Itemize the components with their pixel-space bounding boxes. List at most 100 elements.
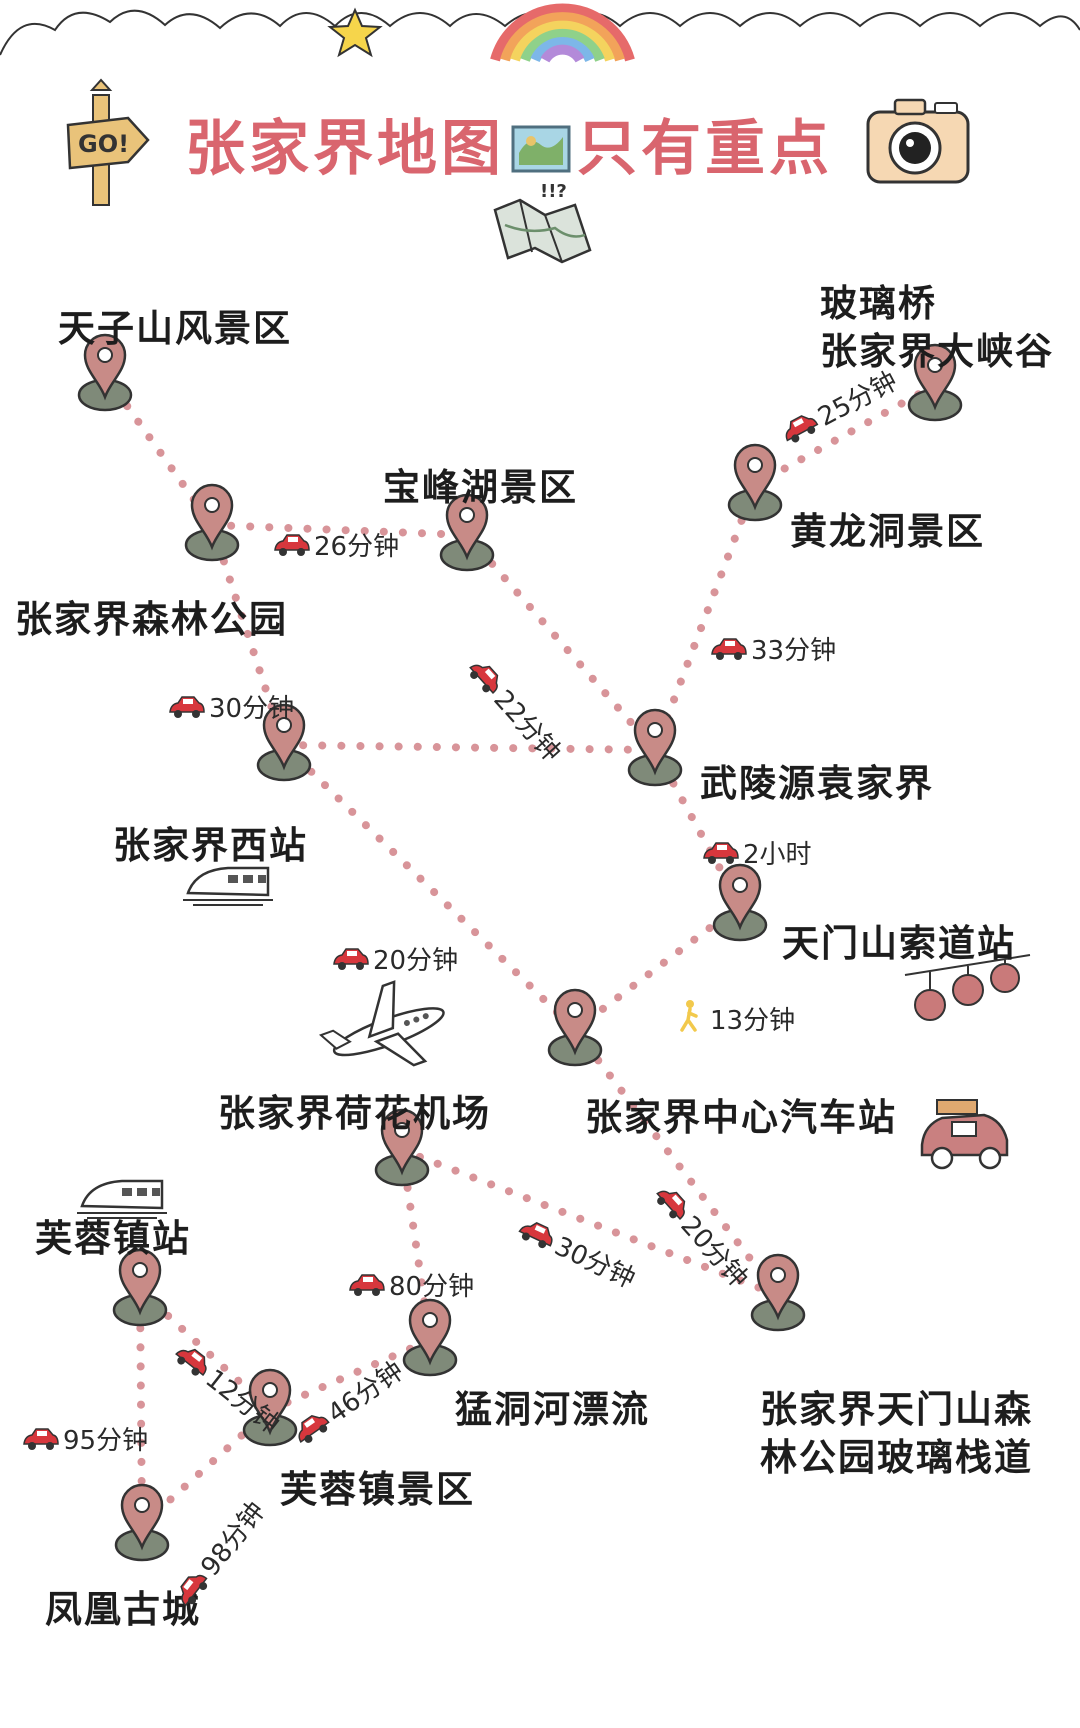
title-part1: 张家界地图: [185, 114, 505, 184]
map-pin-icon: [256, 703, 312, 782]
route-dots: [463, 531, 659, 754]
label-glass-bridge-line1: 玻璃桥: [820, 282, 937, 325]
duration-forest-baofeng: 26分钟: [273, 526, 399, 563]
car-icon: [170, 1566, 214, 1612]
title-part2: 只有重点: [577, 114, 833, 184]
car-icon: [22, 1426, 60, 1452]
map-pin-icon: [712, 863, 768, 942]
cable-car-icon: [904, 954, 1031, 1021]
go-sign-text: GO!: [78, 130, 129, 158]
car-icon: [650, 1180, 695, 1226]
map-pin-icon: [402, 1298, 458, 1377]
car-icon-svg: [274, 533, 310, 556]
map-pin-icon: [114, 1483, 170, 1562]
duration-airport-plankway: 30分钟: [512, 1209, 642, 1296]
label-furong-station: 芙蓉镇站: [35, 1217, 191, 1260]
duration-scenic-menghe: 46分钟: [285, 1351, 410, 1454]
car-icon-svg: [469, 664, 499, 694]
label-tianmen-cableway: 天门山索道站: [782, 922, 1016, 965]
car-icon: [515, 1214, 560, 1254]
map-pin-icon: [907, 343, 963, 422]
car-icon-svg: [298, 1414, 330, 1443]
car-icon-svg: [179, 1574, 208, 1607]
rainbow-icon: [490, 3, 635, 63]
car-icon-svg: [785, 414, 819, 442]
map-pin-icon: [439, 493, 495, 572]
duration-forest-west: 30分钟: [168, 688, 294, 725]
car-icon: [710, 636, 748, 662]
exclaim-mark: !!?: [540, 181, 567, 202]
route-dots: [751, 381, 939, 489]
label-plankway-line2: 林公园玻璃栈道: [760, 1436, 1033, 1479]
label-glass-bridge-line2: 张家界大峡谷: [820, 330, 1054, 373]
car-icon-svg: [175, 1348, 207, 1376]
car-icon-svg: [349, 1273, 385, 1296]
duration-tianmen-bus-walk: 13分钟: [710, 1006, 796, 1036]
duration-west-bus: 20分钟: [332, 940, 458, 977]
duration-baofeng-wuling: 22分钟: [459, 650, 571, 768]
duration-station-scenic: 12分钟: [167, 1334, 289, 1441]
car-icon: [332, 946, 370, 972]
label-forest-park: 张家界森林公园: [15, 598, 288, 641]
map-pin-icon: [374, 1108, 430, 1187]
car-icon: [168, 694, 206, 720]
duration-huanglong-wuling: 33分钟: [710, 630, 836, 667]
train-icon: [77, 1179, 167, 1219]
route-dots: [571, 1026, 782, 1299]
duration-airport-menghe: 80分钟: [348, 1266, 474, 1303]
car-icon-svg: [656, 1190, 686, 1220]
map-pin-icon: [112, 1248, 168, 1327]
car-icon-svg: [169, 695, 205, 718]
map-pin-icon: [727, 443, 783, 522]
map-emoji-icon: [511, 125, 571, 173]
duration-station-fenghuang: 95分钟: [22, 1420, 148, 1457]
route-dots: [398, 1146, 434, 1344]
car-icon-svg: [23, 1427, 59, 1450]
label-bus-station: 张家界中心汽车站: [585, 1096, 897, 1139]
folded-map-icon: !!?: [493, 181, 592, 264]
label-plankway-line1: 张家界天门山森: [760, 1388, 1033, 1431]
map-pin-icon: [184, 483, 240, 562]
car-icon: [920, 1099, 1009, 1170]
car-icon-svg: [711, 637, 747, 660]
train-icon: [183, 866, 273, 906]
pins: [77, 333, 963, 1562]
car-icon: [702, 840, 740, 866]
label-wulingyuan: 武陵源袁家界: [700, 762, 934, 805]
page-title: 张家界地图 只有重点: [185, 100, 833, 187]
label-furong-scenic: 芙蓉镇景区: [280, 1468, 475, 1511]
label-glass-bridge: 玻璃桥 张家界大峡谷: [820, 280, 1054, 376]
map-pin-icon: [77, 333, 133, 412]
car-icon: [463, 654, 508, 700]
map-pin-icon: [242, 1368, 298, 1447]
car-icon: [289, 1406, 335, 1449]
route-dots: [651, 481, 759, 754]
map-pin-icon: [750, 1253, 806, 1332]
map-pin-icon: [627, 708, 683, 787]
label-west-station: 张家界西站: [113, 824, 308, 867]
camera-icon: [866, 98, 970, 184]
car-icon: [273, 532, 311, 558]
label-fenghuang: 凤凰古城: [45, 1588, 201, 1631]
route-dots: [571, 901, 744, 1034]
label-baofenghu: 宝峰湖景区: [383, 466, 578, 509]
car-icon-svg: [703, 841, 739, 864]
route-dots: [280, 741, 659, 754]
duration-scenic-fenghuang: 98分钟: [165, 1493, 272, 1615]
car-icon: [348, 1272, 386, 1298]
car-icon: [170, 1338, 216, 1382]
route-dots: [280, 741, 579, 1034]
duration-wuling-tianmen: 2小时: [702, 834, 812, 871]
star-icon: [327, 7, 383, 58]
label-airport: 张家界荷花机场: [218, 1092, 491, 1135]
label-tianmen-glass-plankway: 张家界天门山森 林公园玻璃栈道: [760, 1386, 1033, 1482]
go-signpost-icon: GO!: [66, 78, 150, 206]
car-icon-svg: [333, 947, 369, 970]
map-pin-icon: [547, 988, 603, 1067]
label-huanglongdong: 黄龙洞景区: [790, 510, 985, 553]
route-dots: [136, 1286, 146, 1529]
car-icon: [777, 407, 823, 448]
airplane-icon: [318, 980, 445, 1067]
